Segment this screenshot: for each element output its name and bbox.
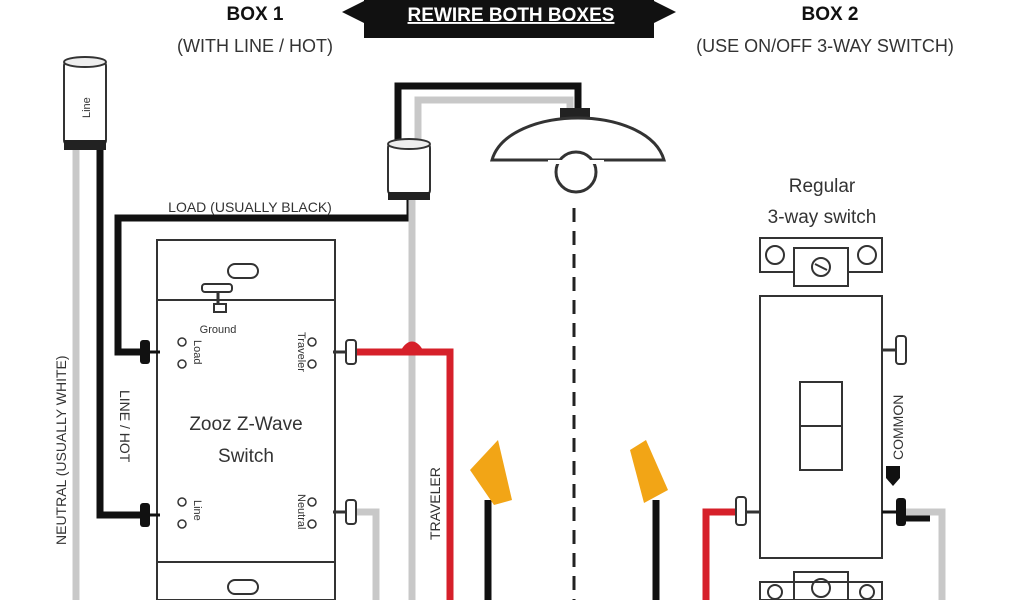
box1-wire-nut-icon [470,440,512,505]
neutral-wire-label: NEUTRAL (USUALLY WHITE) [53,355,69,545]
zooz-line-screw-icon [140,503,160,527]
traveler-crossover [400,341,424,354]
fixture-neutral-wire [414,96,574,145]
banner-text: REWIRE BOTH BOXES [408,5,615,26]
terminal-neutral-label: Neutral [295,494,307,529]
traveler-wire [355,348,454,600]
load-wire-label: LOAD (USUALLY BLACK) [168,199,332,215]
zooz-load-screw-icon [140,340,160,364]
terminal-traveler-label: Traveler [295,332,307,372]
zooz-traveler-screw-icon [333,339,357,365]
zooz-switch: Ground Load Traveler Line Neutral Zooz Z… [156,239,336,600]
box2-wire-nut-icon [630,440,668,503]
regular-switch-label-2: 3-way switch [768,207,877,228]
box2-common-screw-icon [882,498,906,526]
zooz-neutral-wire [355,508,380,600]
box2-traveler-top-screw-icon [882,335,907,365]
traveler-wire-label: TRAVELER [427,467,443,540]
rewire-banner: REWIRE BOTH BOXES [342,0,676,38]
fixture-hot-wire [394,82,582,145]
line-hot-wire [96,150,145,519]
terminal-line-label: Line [191,500,203,521]
left-arrow-icon [342,0,366,24]
line-connector: Line [63,56,107,150]
common-terminal-label: COMMON [890,395,906,460]
box2-neutral-wire [905,508,946,600]
zooz-neutral-screw-icon [333,499,357,525]
right-arrow-icon [652,0,676,24]
terminal-ground-label: Ground [200,324,237,336]
ground-screw-icon [201,283,233,313]
mid-wire-connector [387,138,431,200]
box2-traveler-wire [702,508,738,600]
box2-traveler-screw-icon [735,496,760,526]
terminal-load-label: Load [191,340,203,364]
box1-title: BOX 1 [226,4,283,25]
line-connector-label: Line [81,97,93,118]
common-arrow-icon [886,466,900,486]
zooz-name-line2: Switch [218,446,274,467]
regular-switch-label-1: Regular [789,176,856,197]
box1-subtitle: (WITH LINE / HOT) [177,36,333,56]
box2-subtitle: (USE ON/OFF 3-WAY SWITCH) [696,36,954,56]
zooz-name-line1: Zooz Z-Wave [189,414,302,435]
regular-3way-switch [759,237,883,600]
box2-title: BOX 2 [801,4,858,25]
line-hot-wire-label: LINE / HOT [117,390,133,463]
light-fixture-icon [490,108,666,194]
